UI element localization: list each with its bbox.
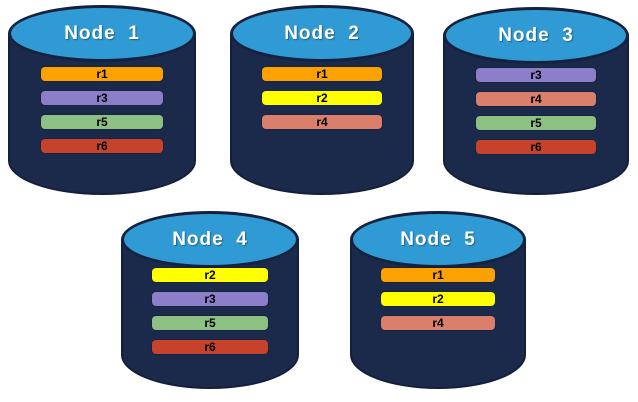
replica-bar: r2 — [380, 292, 496, 306]
replica-label: r2 — [204, 268, 216, 282]
replica-bar-list: r2 r3 r5 r6 — [121, 268, 299, 354]
node-title: Node 3 — [498, 24, 574, 46]
replica-label: r6 — [96, 139, 108, 153]
replica-bar-list: r3 r4 r5 r6 — [443, 68, 629, 154]
replica-bar: r4 — [380, 316, 496, 330]
node-title: Node 2 — [284, 22, 360, 44]
replica-label: r2 — [432, 292, 444, 306]
node-cylinder: Node 4 r2 r3 r5 r6 — [121, 211, 299, 389]
replica-label: r2 — [316, 91, 328, 105]
replica-bar: r2 — [262, 91, 382, 105]
node-cylinder: Node 5 r1 r2 r4 — [350, 211, 526, 389]
replica-bar-list: r1 r2 r4 — [230, 67, 414, 129]
replica-label: r5 — [96, 115, 108, 129]
replica-bar: r1 — [380, 268, 496, 282]
node-title: Node 5 — [400, 228, 476, 250]
replica-label: r6 — [530, 140, 542, 154]
replica-bar: r6 — [40, 139, 164, 153]
replica-label: r6 — [204, 340, 216, 354]
replica-label: r4 — [316, 115, 328, 129]
cylinder-top-ellipse: Node 3 — [443, 7, 629, 64]
replica-bar: r1 — [262, 67, 382, 81]
replica-bar-list: r1 r2 r4 — [350, 268, 526, 330]
cylinder-top-ellipse: Node 5 — [350, 211, 526, 268]
replica-bar: r5 — [40, 115, 164, 129]
replica-label: r3 — [204, 292, 216, 306]
replica-bar-list: r1 r3 r5 r6 — [8, 67, 196, 153]
replica-bar: r2 — [152, 268, 268, 282]
replica-bar: r5 — [475, 116, 597, 130]
replica-label: r1 — [432, 268, 444, 282]
replica-bar: r3 — [40, 91, 164, 105]
node-title: Node 1 — [64, 22, 140, 44]
replica-bar: r6 — [475, 140, 597, 154]
replica-bar: r4 — [262, 115, 382, 129]
cylinder-top-ellipse: Node 4 — [121, 211, 299, 268]
replica-label: r3 — [96, 91, 108, 105]
replica-label: r5 — [204, 316, 216, 330]
node-cylinder: Node 1 r1 r3 r5 r6 — [8, 5, 196, 195]
replica-label: r3 — [530, 68, 542, 82]
node-cylinder: Node 2 r1 r2 r4 — [230, 5, 414, 195]
cylinder-top-ellipse: Node 2 — [230, 5, 414, 62]
replica-label: r4 — [432, 316, 444, 330]
replica-label: r4 — [530, 92, 542, 106]
replica-label: r1 — [316, 67, 328, 81]
replica-label: r1 — [96, 67, 108, 81]
replica-bar: r3 — [475, 68, 597, 82]
node-cylinder: Node 3 r3 r4 r5 r6 — [443, 7, 629, 195]
replica-label: r5 — [530, 116, 542, 130]
replica-bar: r5 — [152, 316, 268, 330]
replica-bar: r1 — [40, 67, 164, 81]
replica-bar: r6 — [152, 340, 268, 354]
node-title: Node 4 — [172, 228, 248, 250]
replica-bar: r3 — [152, 292, 268, 306]
cylinder-top-ellipse: Node 1 — [8, 5, 196, 62]
replica-bar: r4 — [475, 92, 597, 106]
